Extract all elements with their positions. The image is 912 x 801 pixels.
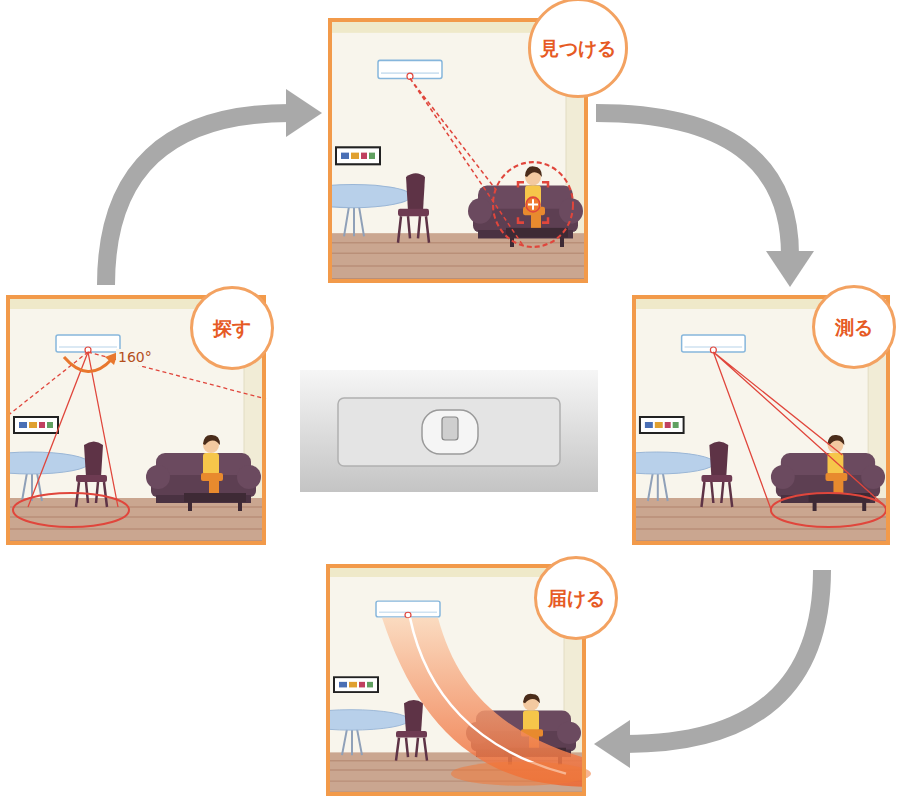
sensor-photo-part — [300, 370, 598, 492]
measure-overlay-part — [771, 493, 886, 527]
step-badge: 測る — [812, 285, 896, 369]
deliver-overlay — [382, 618, 591, 787]
room-illustration-part — [0, 295, 266, 545]
step-panel: 見つける — [328, 18, 588, 283]
cycle-arrow — [594, 570, 822, 768]
cycle-arrow — [106, 89, 322, 285]
step-label: 探す — [213, 317, 251, 340]
room-illustration — [0, 18, 890, 796]
sensor-photo-part — [422, 410, 478, 454]
find-overlay-part — [528, 199, 538, 210]
arrow-head — [594, 720, 630, 768]
find-overlay-part — [493, 162, 573, 247]
step-badge: 探す — [190, 286, 274, 370]
sensor-photo — [300, 370, 598, 492]
cycle-arrow — [596, 113, 814, 287]
measure-overlay — [713, 352, 886, 527]
sensor-photo-part — [442, 417, 458, 440]
search-overlay-part — [64, 357, 112, 372]
deliver-overlay-part — [410, 618, 566, 774]
arrow-head — [286, 89, 322, 137]
step-panel: 届ける — [326, 564, 586, 796]
step-badge: 見つける — [528, 0, 628, 98]
step-panel: 測る — [632, 295, 890, 545]
find-overlay-part — [518, 182, 548, 222]
angle-label: 160° — [116, 349, 154, 366]
deliver-overlay-part — [382, 618, 582, 787]
arrow-shaft — [626, 570, 822, 744]
room-illustration-part — [599, 295, 890, 545]
step-label: 測る — [835, 316, 873, 339]
find-overlay — [410, 78, 573, 247]
arrow-head — [766, 251, 814, 287]
arrow-shaft — [596, 113, 790, 255]
step-panel: 探す — [6, 295, 266, 545]
find-overlay-part — [410, 78, 524, 247]
deliver-overlay-part — [451, 762, 591, 786]
step-label: 届ける — [548, 587, 605, 610]
arrow-shaft — [106, 113, 290, 285]
search-overlay-part — [13, 493, 129, 527]
search-overlay-part — [28, 352, 118, 507]
search-overlay — [6, 352, 266, 527]
step-badge: 届ける — [534, 556, 618, 640]
measure-overlay-part — [713, 352, 886, 509]
find-overlay-part — [526, 197, 540, 212]
step-label: 見つける — [540, 37, 616, 60]
sensor-photo-part — [338, 398, 560, 466]
